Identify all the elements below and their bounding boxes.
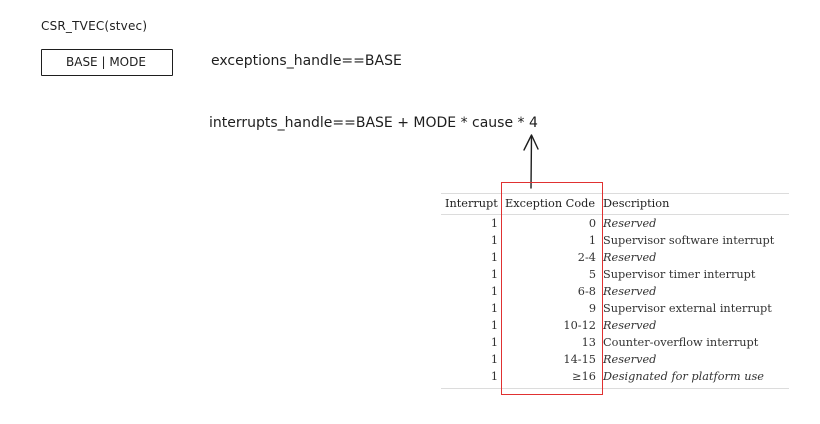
description-cell: Supervisor external interrupt [603, 302, 772, 315]
exception-code-cell: 9 [588, 302, 596, 315]
table-row: 1 14-15 Reserved [441, 351, 789, 368]
interrupt-cell: 1 [490, 234, 498, 247]
header-description: Description [599, 193, 789, 215]
interrupt-cell: 1 [441, 368, 501, 389]
table-row: 1 6-8 Reserved [441, 283, 789, 300]
exception-code-cell: 1 [588, 234, 596, 247]
interrupt-cell: 1 [490, 319, 498, 332]
description-cell: Reserved [603, 217, 657, 230]
pointer-arrow [523, 134, 539, 189]
exception-code-cell: 13 [581, 336, 596, 349]
exception-code-cell: 2-4 [577, 251, 596, 264]
table-row: 1 0 Reserved [441, 215, 789, 233]
table-row: 1 1 Supervisor software interrupt [441, 232, 789, 249]
register-fields-text: BASE | MODE [66, 55, 146, 69]
table-row: 1 2-4 Reserved [441, 249, 789, 266]
exception-code-cell: 5 [588, 268, 596, 281]
table-header-row: Interrupt Exception Code Description [441, 193, 789, 215]
description-cell: Supervisor timer interrupt [603, 268, 756, 281]
description-cell: Supervisor software interrupt [603, 234, 775, 247]
description-cell: Reserved [603, 251, 657, 264]
interrupts-formula: interrupts_handle==BASE + MODE * cause *… [209, 115, 538, 131]
description-cell: Reserved [603, 353, 657, 366]
exception-code-cell: ≥16 [501, 368, 599, 389]
description-cell: Counter-overflow interrupt [603, 336, 759, 349]
exceptions-formula: exceptions_handle==BASE [211, 53, 402, 69]
description-cell: Reserved [603, 285, 657, 298]
interrupt-cell: 1 [490, 268, 498, 281]
description-cell: Reserved [603, 319, 657, 332]
interrupt-cell: 1 [490, 336, 498, 349]
table-row: 1 13 Counter-overflow interrupt [441, 334, 789, 351]
register-box [41, 49, 173, 76]
interrupt-cell: 1 [490, 353, 498, 366]
register-label: CSR_TVEC(stvec) [41, 19, 148, 33]
exception-code-cell: 14-15 [563, 353, 596, 366]
description-cell: Designated for platform use [599, 368, 789, 389]
exception-code-cell: 6-8 [577, 285, 596, 298]
table-row: 1 5 Supervisor timer interrupt [441, 266, 789, 283]
table-row: 1 9 Supervisor external interrupt [441, 300, 789, 317]
interrupt-cell: 1 [490, 285, 498, 298]
exception-code-cell: 0 [588, 217, 596, 230]
header-interrupt: Interrupt [441, 193, 501, 215]
interrupt-cell: 1 [490, 217, 498, 230]
header-exception-code: Exception Code [501, 193, 599, 215]
table-row: 1 10-12 Reserved [441, 317, 789, 334]
interrupt-cell: 1 [490, 302, 498, 315]
exception-code-cell: 10-12 [563, 319, 596, 332]
interrupt-cell: 1 [490, 251, 498, 264]
